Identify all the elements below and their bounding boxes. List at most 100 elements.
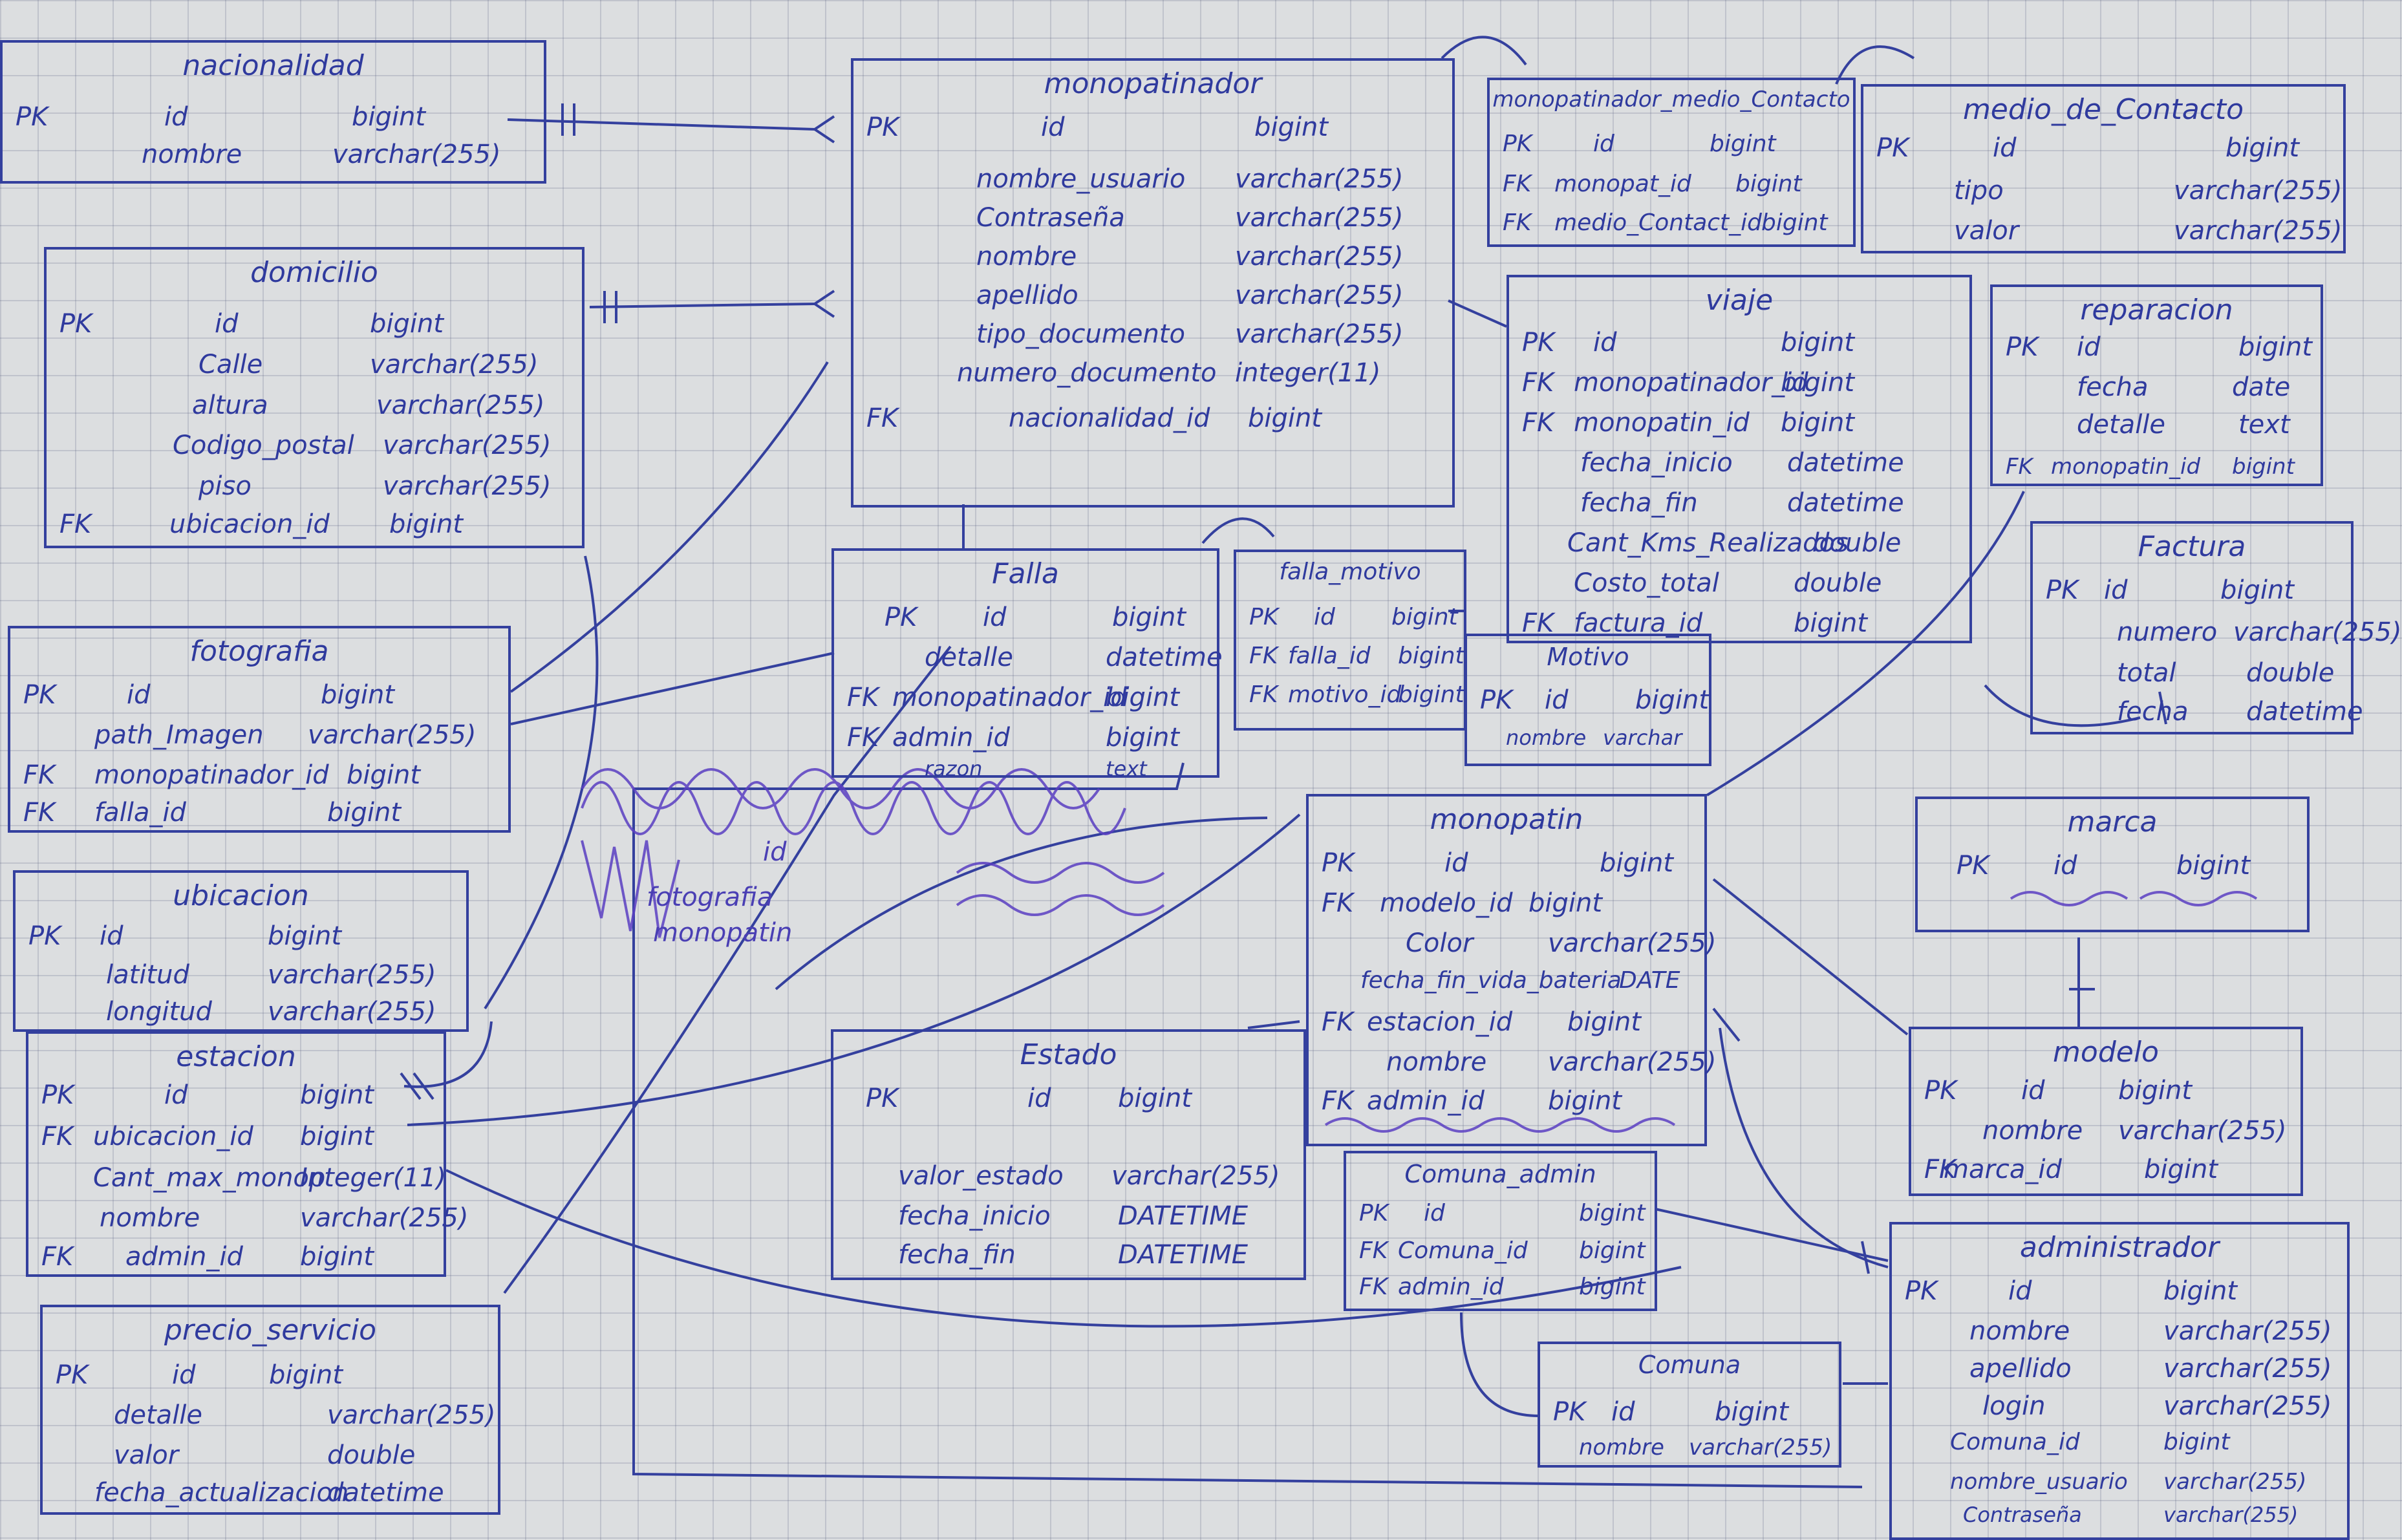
field-name: Calle [198, 350, 263, 380]
field-name: nombre [1506, 725, 1587, 750]
field-name: id [172, 1360, 196, 1390]
field-name: nombre [100, 1203, 200, 1233]
field-name: Cant_max_monop [93, 1163, 326, 1193]
field-name: id [2053, 851, 2077, 881]
entity-title: modelo [2053, 1036, 2159, 1069]
entity-title: monopatinador_medio_Contacto [1492, 87, 1850, 112]
key-label: FK [41, 1242, 74, 1272]
key-label: PK [59, 309, 92, 339]
rel-mmc-medio [1835, 45, 1915, 85]
field-type: text [2238, 410, 2290, 440]
field-type: bigint [347, 760, 421, 790]
field-type: varchar(255) [268, 960, 436, 990]
entity-title: reparacion [2080, 294, 2233, 326]
field-name: monopat_id [1554, 171, 1691, 197]
field-type: varchar(255) [2163, 1391, 2332, 1421]
entity-title: precio_servicio [164, 1314, 377, 1347]
entity-title: administrador [2019, 1231, 2220, 1264]
rel-frame-bottom [632, 789, 1863, 1488]
field-name: nacionalidad_id [1009, 403, 1210, 433]
field-name: modelo_id [1380, 888, 1513, 918]
field-name: estacion_id [1367, 1007, 1513, 1037]
field-type: datetime [1787, 448, 1904, 478]
field-name: monopatin_id [1574, 408, 1750, 438]
entity-title: Motivo [1547, 643, 1629, 671]
entity-title: Estado [1020, 1038, 1117, 1071]
key-label: FK [1249, 681, 1278, 708]
scribbled-id: id [763, 837, 787, 867]
field-type: bigint [1106, 723, 1180, 753]
key-label: FK [1359, 1237, 1388, 1264]
field-type: bigint [321, 680, 395, 710]
rel-viaje-factura [1984, 684, 2141, 727]
field-type: bigint [352, 102, 426, 132]
field-name: id [2077, 332, 2101, 362]
field-name: Codigo_postal [173, 431, 354, 460]
field-type: bigint [389, 509, 464, 539]
key-label: PK [1480, 685, 1513, 715]
field-type: bigint [1254, 112, 1329, 142]
field-name: nombre [1982, 1116, 2083, 1146]
field-name: admin_id [892, 723, 1010, 753]
key-label: PK [866, 112, 899, 142]
rel-fotografia-monopatinador [509, 361, 829, 693]
field-name: id [1593, 328, 1617, 358]
field-type: bigint [370, 309, 444, 339]
scribbled-fotografia: fotografia [647, 882, 773, 912]
field-type: bigint [2232, 454, 2295, 480]
field-type: bigint [1112, 603, 1186, 632]
field-name: fecha_fin [1580, 488, 1698, 518]
field-name: Costo_total [1574, 568, 1719, 598]
entity-title: Factura [2138, 530, 2246, 563]
field-type: varchar(255) [308, 720, 477, 750]
key-label: PK [1322, 848, 1355, 878]
key-label: FK [59, 509, 92, 539]
field-name: latitud [106, 960, 189, 990]
field-type: varchar(255) [2233, 617, 2402, 647]
field-name: marca_id [1944, 1155, 2062, 1184]
field-type: varchar(255) [1548, 1047, 1717, 1077]
field-type: bigint [2225, 133, 2300, 163]
field-type: varchar(255) [332, 140, 501, 169]
field-name: nombre [1579, 1435, 1664, 1460]
field-type: bigint [1579, 1274, 1646, 1300]
field-name: Comuna_id [1950, 1429, 2080, 1455]
rel-comunaadmin-admin [1655, 1208, 1889, 1262]
field-type: bigint [1391, 604, 1458, 630]
field-type: text [1106, 756, 1147, 781]
field-name: nombre [976, 242, 1077, 272]
field-type: DATE [1619, 967, 1680, 994]
rel-fotografia-falla [510, 652, 835, 725]
key-label: PK [866, 1084, 899, 1113]
key-label: PK [1522, 328, 1555, 358]
field-type: varchar(255) [1548, 928, 1717, 958]
field-type: bigint [2176, 851, 2251, 881]
field-name: piso [198, 471, 252, 501]
field-name: id [100, 921, 123, 951]
field-type: varchar(255) [2174, 216, 2343, 246]
field-type: bigint [2163, 1429, 2230, 1455]
field-type: bigint [1781, 408, 1855, 438]
field-type: datetime [327, 1478, 444, 1508]
rel-mmc-monopatinador [1441, 36, 1527, 66]
field-type: varchar(255) [2174, 176, 2343, 206]
entity-title: estacion [176, 1040, 296, 1073]
entity-title: Comuna [1638, 1351, 1741, 1379]
field-type: varchar(255) [1111, 1161, 1280, 1191]
key-label: PK [1924, 1076, 1957, 1106]
field-type: varchar(255) [2163, 1503, 2299, 1527]
key-label: PK [16, 102, 48, 132]
field-name: id [1041, 112, 1065, 142]
field-name: factura_id [1574, 608, 1703, 638]
key-label: FK [1522, 608, 1554, 638]
key-label: PK [1503, 131, 1532, 157]
field-name: nombre [142, 140, 242, 169]
key-label: PK [56, 1360, 89, 1390]
